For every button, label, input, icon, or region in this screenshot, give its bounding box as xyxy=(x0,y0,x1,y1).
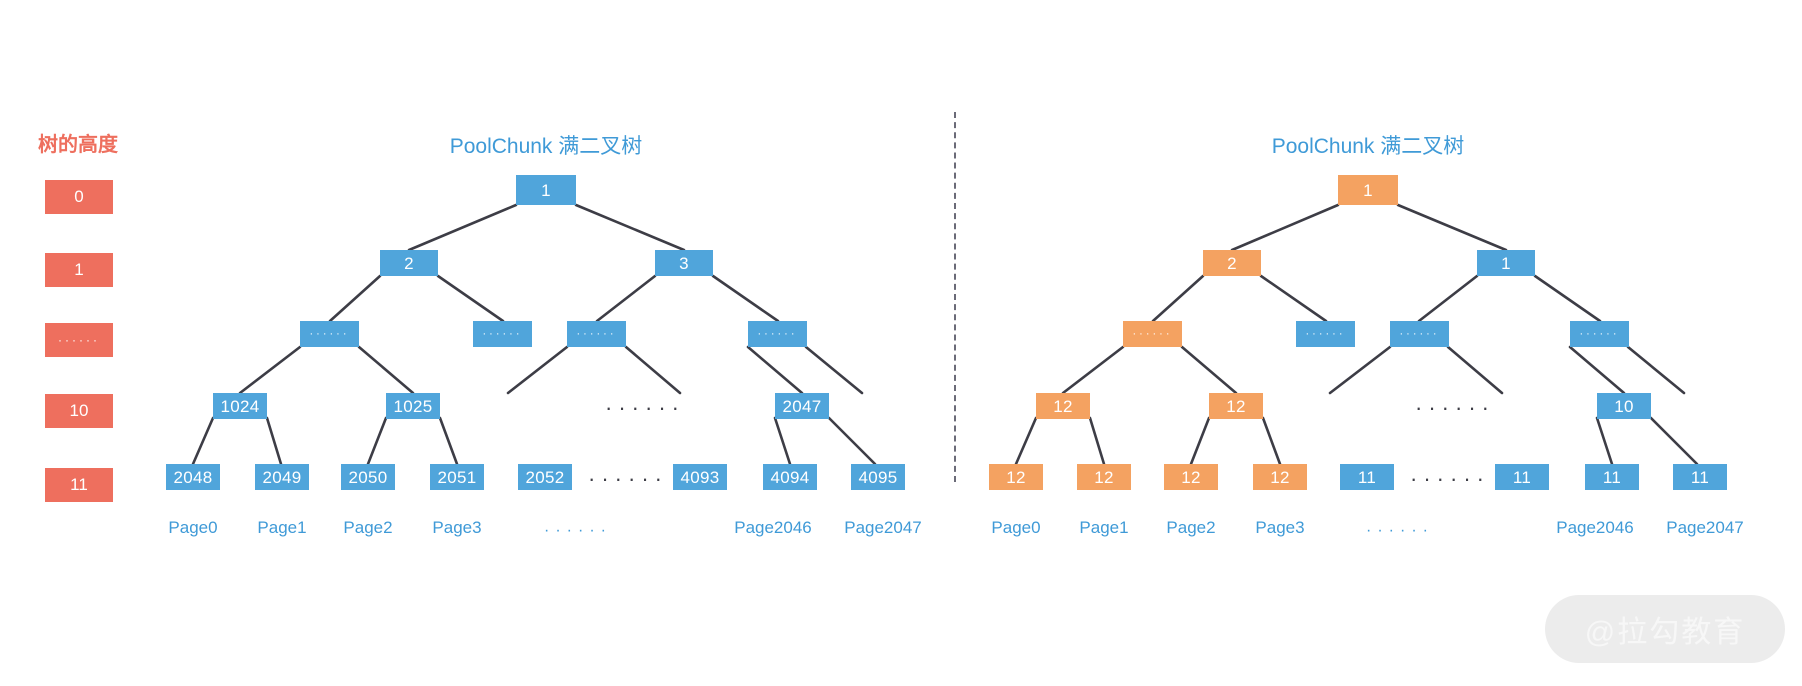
right-node-l10-0[interactable]: 12 xyxy=(1036,393,1090,419)
right-node-l2-3-dots: ······ xyxy=(1579,327,1620,340)
right-node-l10-2[interactable]: 10 xyxy=(1597,393,1651,419)
right-node-l2-0-dots: ······ xyxy=(1132,327,1173,340)
right-node-l10-1[interactable]: 12 xyxy=(1209,393,1263,419)
left-node-l2-2-dots: ······ xyxy=(576,327,617,340)
left-page-label-1: Page1 xyxy=(257,518,307,537)
left-node-l10-2047[interactable]: 2047 xyxy=(775,393,829,419)
left-leaf-2050[interactable]: 2050 xyxy=(341,464,395,490)
left-node-l2-3[interactable]: ······ xyxy=(748,321,807,347)
left-node-l1-0[interactable]: 2 xyxy=(380,250,438,276)
right-leaf-7[interactable]: 11 xyxy=(1673,464,1727,490)
right-panel-title: PoolChunk 满二叉树 xyxy=(1271,135,1465,158)
right-leaf-2[interactable]: 12 xyxy=(1164,464,1218,490)
right-node-l2-1[interactable]: ······ xyxy=(1296,321,1355,347)
left-level10-gap-dots: ······ xyxy=(605,395,685,420)
height-label-10: 10 xyxy=(45,394,113,428)
right-leaf-4[interactable]: 11 xyxy=(1340,464,1394,490)
left-leaf-2049[interactable]: 2049 xyxy=(255,464,309,490)
left-page-label-0: Page0 xyxy=(168,518,218,537)
right-leaf-0[interactable]: 12 xyxy=(989,464,1043,490)
right-page-gap-dots: ······ xyxy=(1366,522,1434,539)
left-page-gap-dots: ······ xyxy=(544,522,612,539)
right-page-label-3: Page3 xyxy=(1255,518,1305,537)
right-leaf-gap-dots: ······ xyxy=(1410,466,1490,491)
left-leaf-gap-dots: ······ xyxy=(588,466,668,491)
right-page-label-2: Page2 xyxy=(1166,518,1216,537)
height-label-0: 0 xyxy=(45,180,113,214)
height-label-1: 1 xyxy=(45,253,113,287)
right-page-label-2047: Page2047 xyxy=(1666,518,1744,537)
left-page-label-3: Page3 xyxy=(432,518,482,537)
left-page-label-2046: Page2046 xyxy=(734,518,812,537)
left-panel-title: PoolChunk 满二叉树 xyxy=(449,135,643,158)
right-node-root[interactable]: 1 xyxy=(1338,175,1398,205)
right-leaf-5[interactable]: 11 xyxy=(1495,464,1549,490)
watermark-text: @拉勾教育 xyxy=(1584,616,1746,649)
right-level10-gap-dots: ······ xyxy=(1415,395,1495,420)
right-node-l2-2-dots: ······ xyxy=(1399,327,1440,340)
left-leaf-2052[interactable]: 2052 xyxy=(518,464,572,490)
left-leaf-2051[interactable]: 2051 xyxy=(430,464,484,490)
right-node-l2-3[interactable]: ······ xyxy=(1570,321,1629,347)
right-node-l1-1[interactable]: 1 xyxy=(1477,250,1535,276)
height-label-ellipsis: ······ xyxy=(45,323,113,357)
left-leaf-4095[interactable]: 4095 xyxy=(851,464,905,490)
panel-divider xyxy=(954,112,956,482)
left-node-l2-1-dots: ······ xyxy=(482,327,523,340)
right-node-l2-1-dots: ······ xyxy=(1305,327,1346,340)
left-node-root[interactable]: 1 xyxy=(516,175,576,205)
left-page-label-2047: Page2047 xyxy=(844,518,922,537)
height-label-dots: ······ xyxy=(58,333,100,347)
right-leaf-1[interactable]: 12 xyxy=(1077,464,1131,490)
right-page-label-0: Page0 xyxy=(991,518,1041,537)
left-node-l2-2[interactable]: ······ xyxy=(567,321,626,347)
watermark: @拉勾教育 xyxy=(1545,595,1785,663)
left-page-label-2: Page2 xyxy=(343,518,393,537)
height-label-11: 11 xyxy=(45,468,113,502)
left-leaf-2048[interactable]: 2048 xyxy=(166,464,220,490)
right-leaf-6[interactable]: 11 xyxy=(1585,464,1639,490)
left-node-l2-3-dots: ······ xyxy=(757,327,798,340)
left-node-l1-1[interactable]: 3 xyxy=(655,250,713,276)
right-node-l2-2[interactable]: ······ xyxy=(1390,321,1449,347)
left-node-l2-0-dots: ······ xyxy=(309,327,350,340)
right-page-label-2046: Page2046 xyxy=(1556,518,1634,537)
right-leaf-3[interactable]: 12 xyxy=(1253,464,1307,490)
left-leaf-4093[interactable]: 4093 xyxy=(673,464,727,490)
legend-title: 树的高度 xyxy=(38,134,118,156)
left-node-l10-1024[interactable]: 1024 xyxy=(213,393,267,419)
left-node-l10-1025[interactable]: 1025 xyxy=(386,393,440,419)
right-node-l2-0[interactable]: ······ xyxy=(1123,321,1182,347)
left-node-l2-0[interactable]: ······ xyxy=(300,321,359,347)
right-page-label-1: Page1 xyxy=(1079,518,1129,537)
left-node-l2-1[interactable]: ······ xyxy=(473,321,532,347)
right-node-l1-0[interactable]: 2 xyxy=(1203,250,1261,276)
left-leaf-4094[interactable]: 4094 xyxy=(763,464,817,490)
